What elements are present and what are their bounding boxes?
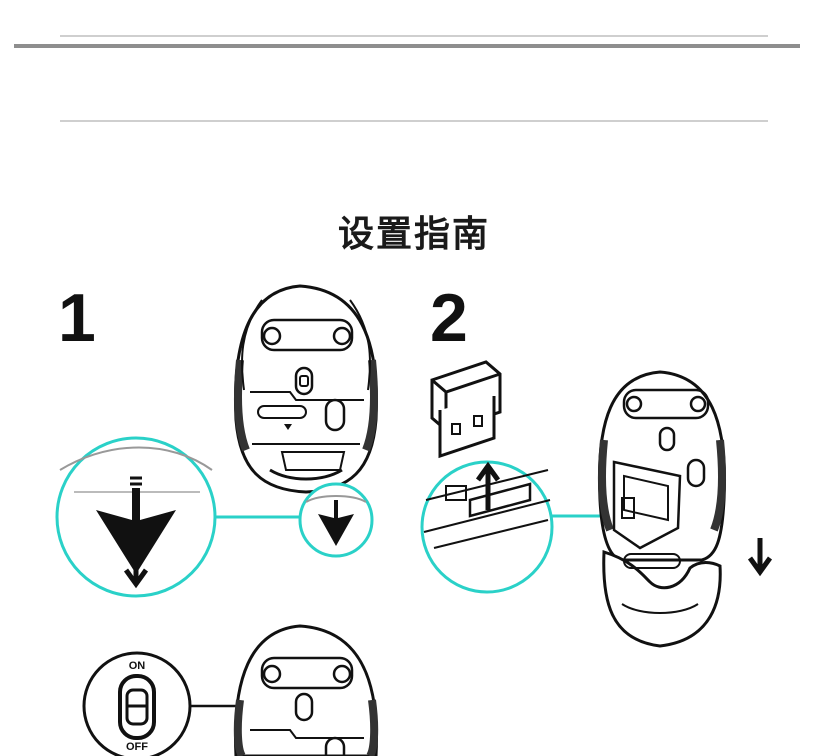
switch-off-label: OFF <box>126 741 148 753</box>
header-top-rule <box>60 35 768 37</box>
zoom-callout-small <box>298 482 374 558</box>
usb-receiver <box>430 360 502 459</box>
down-arrow-step2-icon <box>747 538 773 577</box>
header-main-rule <box>14 44 800 48</box>
zoom-callout-receiver <box>420 460 554 594</box>
down-arrow-icon <box>123 554 149 589</box>
up-arrow-icon <box>475 461 501 510</box>
power-switch-callout: ON OFF <box>82 651 192 756</box>
page-title: 设置指南 <box>337 214 490 255</box>
mouse-bottom-step1 <box>233 284 378 494</box>
mouse-open-door <box>597 370 727 648</box>
release-arrow-icon <box>96 488 176 574</box>
zoom-callout-release <box>55 436 217 598</box>
step-2-number: 2 <box>430 280 468 356</box>
header-bottom-rule <box>60 120 768 122</box>
switch-on-label: ON <box>129 660 146 672</box>
step-1-number: 1 <box>58 280 96 356</box>
mouse-bottom-lower <box>233 624 379 756</box>
